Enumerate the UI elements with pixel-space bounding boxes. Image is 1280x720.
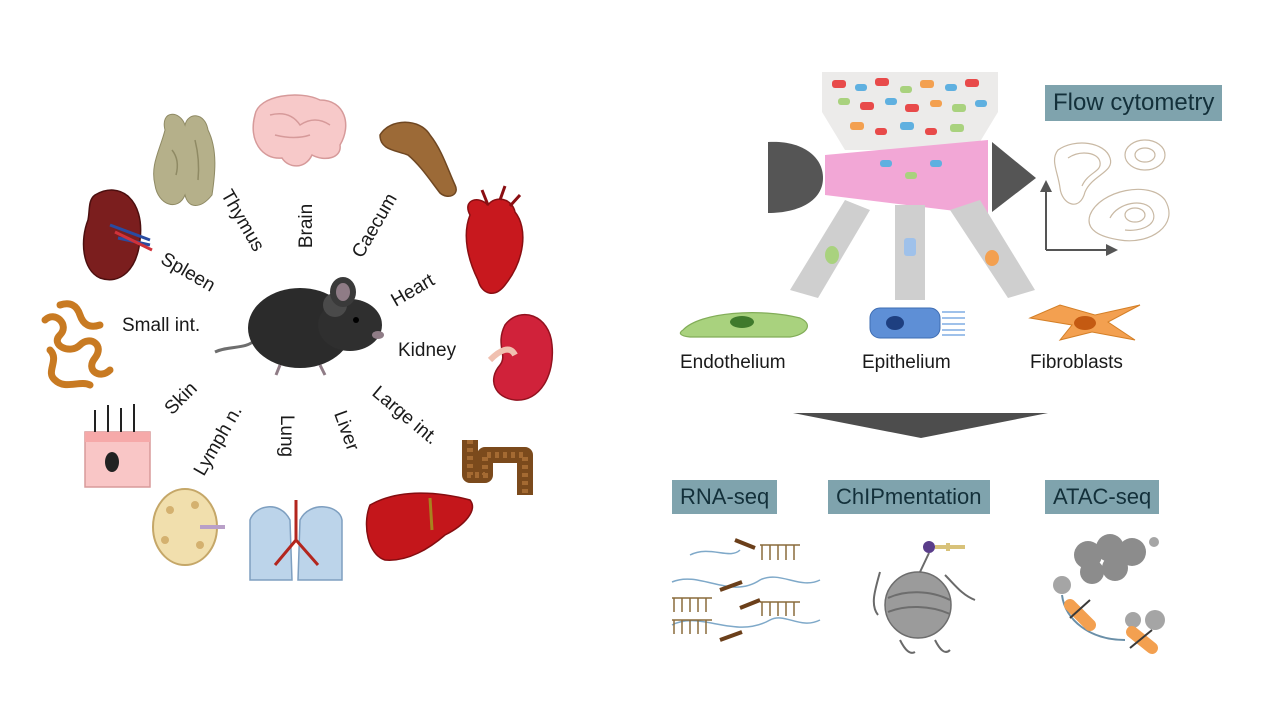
caecum-icon — [379, 121, 457, 197]
spleen-icon — [82, 189, 153, 281]
fibroblast-cell-icon — [1028, 304, 1141, 341]
label-fibroblasts: Fibroblasts — [1030, 352, 1123, 373]
epithelium-cell-icon — [869, 307, 965, 339]
flow-contour-plot — [1040, 139, 1170, 256]
atac-seq-illustration — [1053, 534, 1165, 654]
mouse-icon — [214, 277, 384, 376]
label-endothelium: Endothelium — [680, 352, 786, 373]
tag-atac-seq: ATAC-seq — [1045, 480, 1160, 514]
tag-rna-seq: RNA-seq — [672, 480, 778, 514]
small-intestine-icon — [41, 300, 114, 389]
downward-arrow-icon — [793, 413, 1048, 438]
endothelium-cell-icon — [679, 312, 808, 338]
label-lung: Lung — [276, 414, 298, 458]
thymus-icon — [153, 113, 216, 206]
label-kidney: Kidney — [398, 340, 457, 361]
skin-icon — [84, 404, 151, 488]
brain-icon — [252, 94, 347, 167]
tag-chipmentation: ChIPmentation — [828, 480, 990, 514]
chipmentation-illustration — [872, 541, 976, 654]
rna-seq-illustration — [671, 538, 821, 642]
kidney-icon — [487, 314, 554, 401]
lymph-node-icon — [152, 488, 225, 566]
light-source-icon — [768, 141, 823, 213]
detector-arrow-icon — [992, 142, 1036, 212]
cell-suspension-funnel — [822, 72, 998, 150]
heart-icon — [465, 185, 524, 294]
tag-flow-cytometry: Flow cytometry — [1045, 85, 1223, 121]
sort-streams — [790, 200, 1035, 300]
label-small-int: Small int. — [122, 315, 201, 336]
lung-icon — [249, 500, 343, 581]
label-epithelium: Epithelium — [862, 352, 951, 373]
liver-icon — [365, 492, 474, 561]
large-intestine-icon — [462, 440, 533, 495]
laser-beam — [825, 140, 988, 215]
label-brain: Brain — [296, 203, 318, 249]
